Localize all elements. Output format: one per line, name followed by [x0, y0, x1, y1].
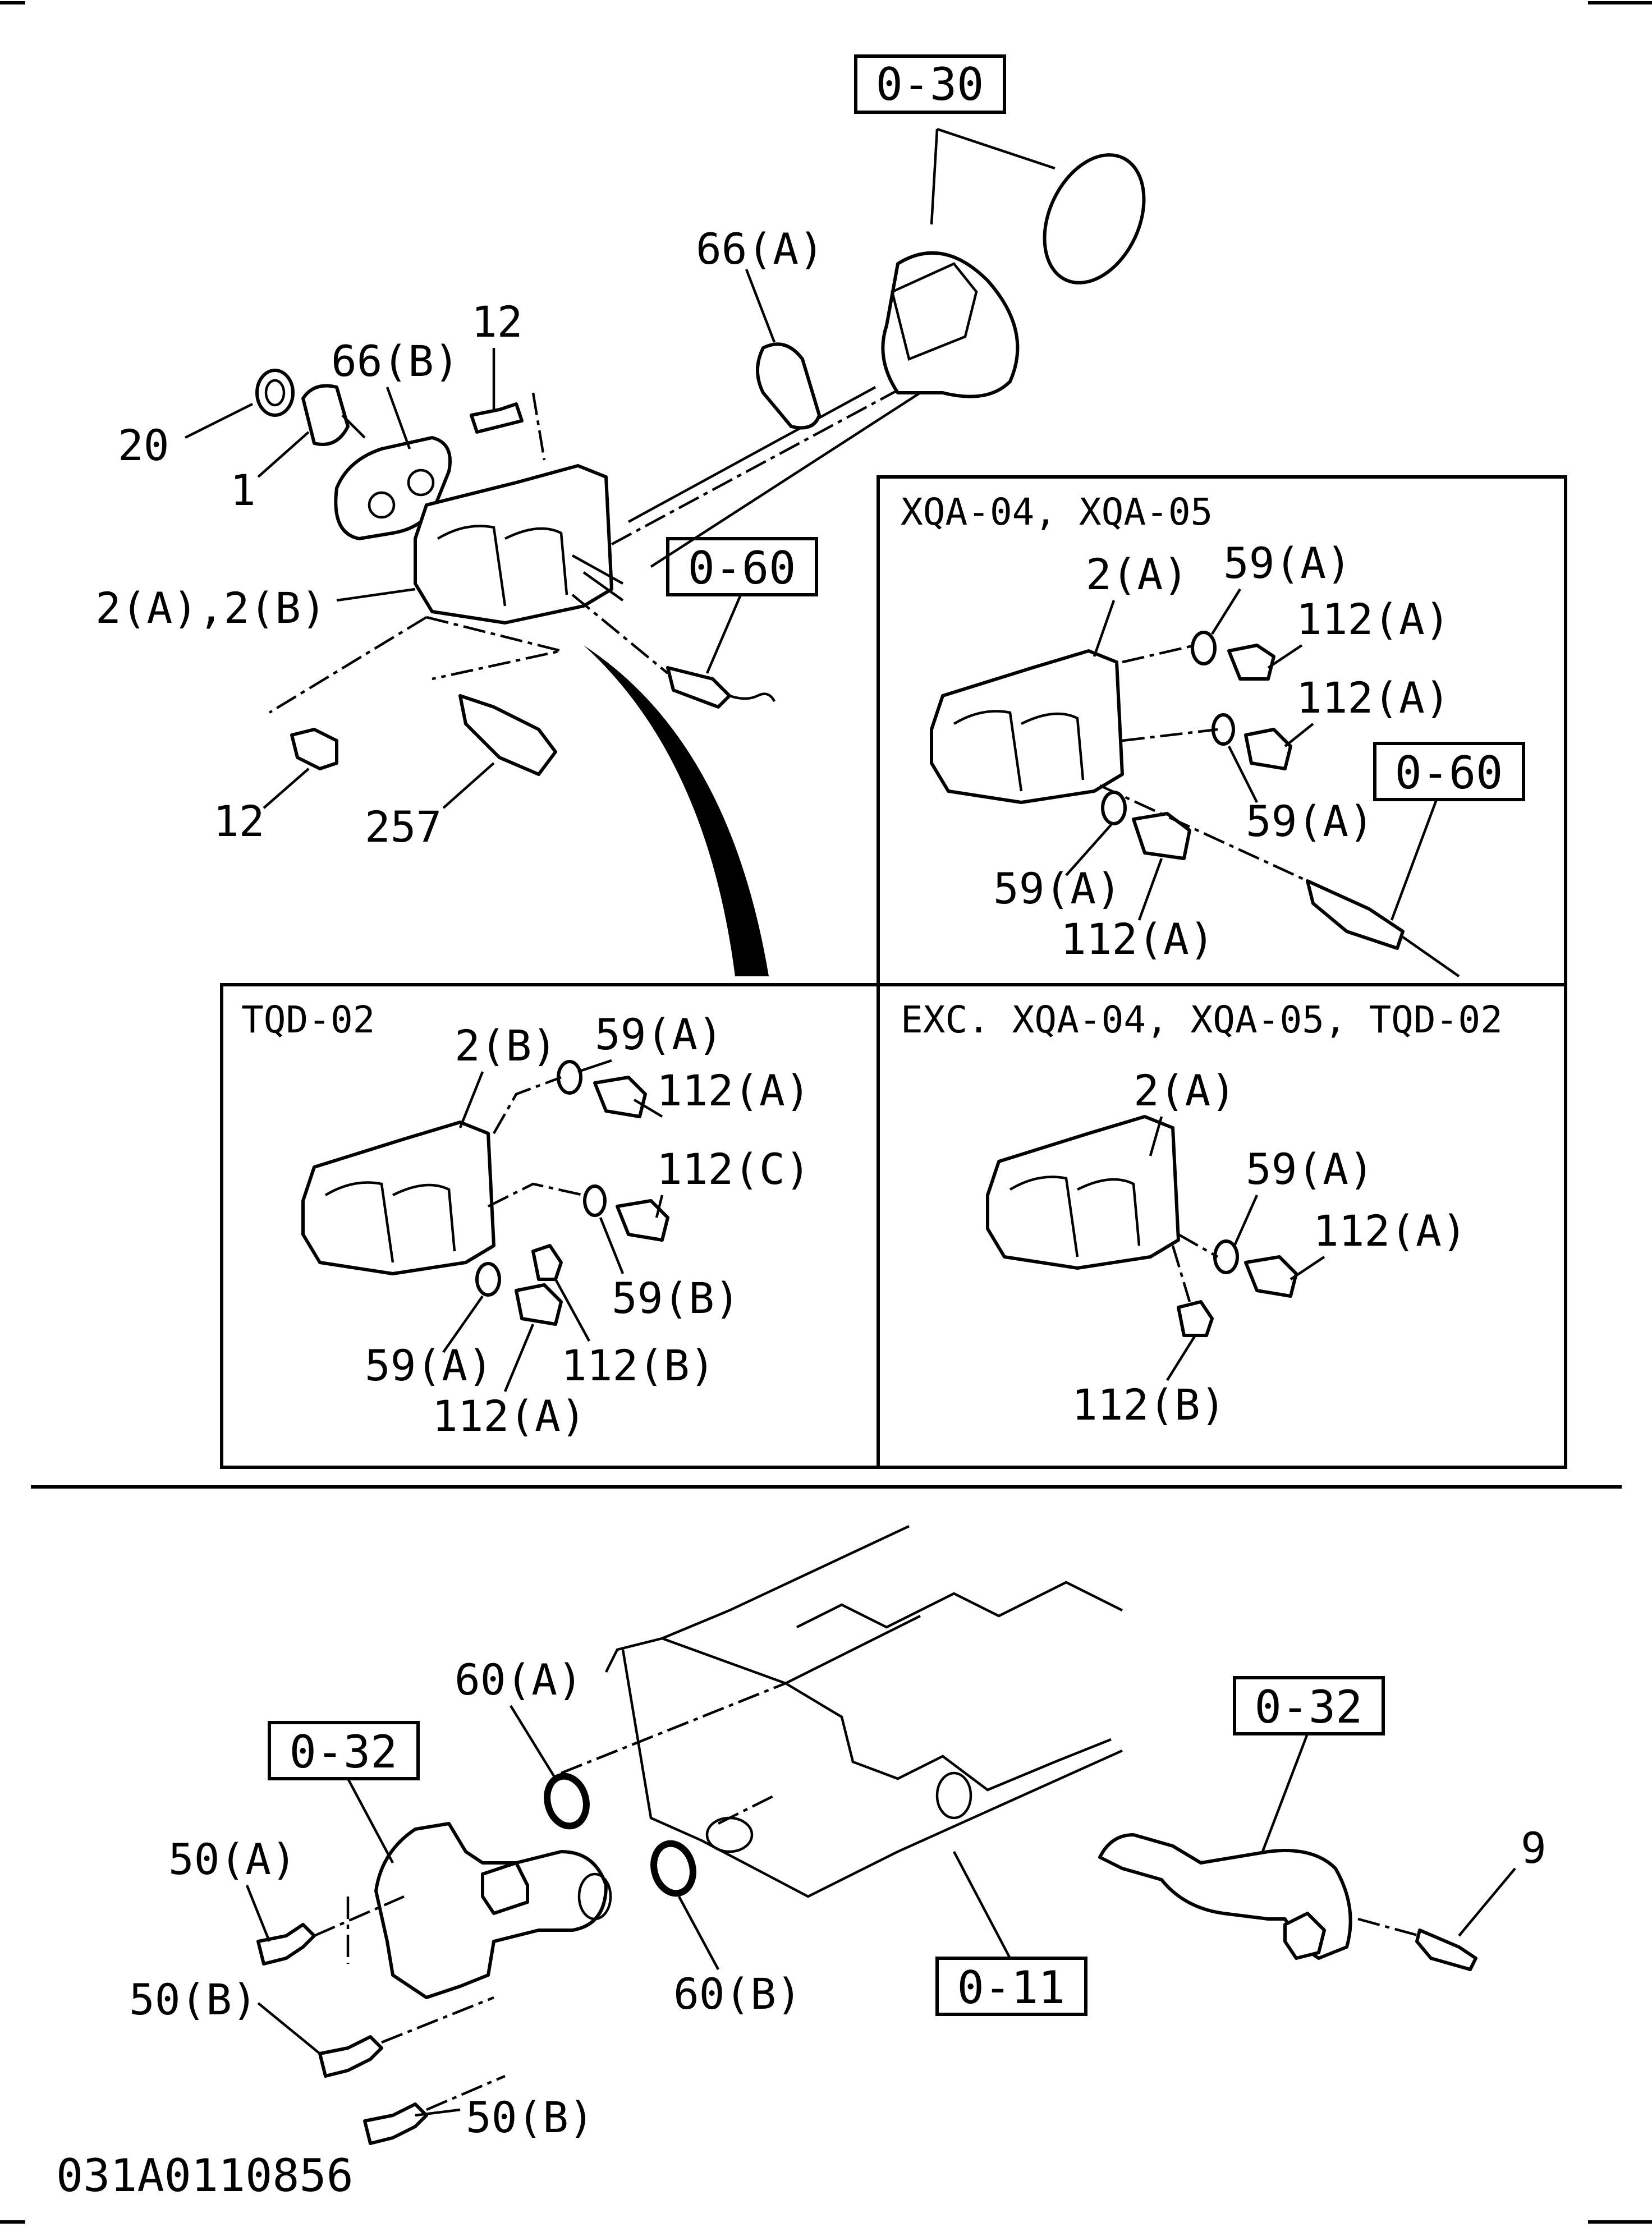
engine-block — [561, 1525, 1123, 1898]
svg-text:0-30: 0-30 — [876, 58, 984, 111]
svg-text:112(A): 112(A) — [1296, 673, 1451, 723]
svg-text:112(B): 112(B) — [1072, 1380, 1226, 1430]
svg-text:50(B): 50(B) — [129, 1975, 258, 2024]
svg-text:EXC. XQA-04, XQA-05, TQD-02: EXC. XQA-04, XQA-05, TQD-02 — [901, 998, 1503, 1041]
svg-text:112(A): 112(A) — [1313, 1206, 1467, 1256]
svg-text:59(A): 59(A) — [1246, 796, 1374, 846]
svg-text:59(A): 59(A) — [1223, 538, 1352, 588]
svg-text:2(B): 2(B) — [455, 1021, 557, 1071]
stud-9 — [1415, 1928, 1477, 1971]
ref-box-0-30: 0-30 — [854, 54, 1006, 114]
svg-text:0-60: 0-60 — [688, 542, 796, 594]
o-ring-60b — [650, 1840, 696, 1897]
svg-text:12: 12 — [471, 297, 523, 347]
bolt-50b-1 — [318, 2035, 383, 2078]
egr-valve-assembly — [255, 127, 1146, 976]
svg-text:66(B): 66(B) — [331, 336, 460, 386]
svg-text:12: 12 — [213, 796, 265, 846]
bottom-labels: 60(A) 50(A) 50(B) 50(B) 60(B) 9 — [129, 1655, 1547, 2142]
svg-text:60(A): 60(A) — [455, 1655, 583, 1705]
svg-text:2(A),2(B): 2(A),2(B) — [95, 583, 327, 633]
svg-text:0-32: 0-32 — [1255, 1681, 1363, 1733]
diagram-code: 031A0110856 — [56, 2150, 354, 2202]
svg-text:112(A): 112(A) — [1061, 914, 1215, 964]
callout-arrow — [584, 645, 769, 976]
svg-text:59(A): 59(A) — [365, 1340, 493, 1390]
panel-exc: EXC. XQA-04, XQA-05, TQD-02 2(A) 59(A) 1… — [878, 983, 1567, 1469]
svg-text:59(A): 59(A) — [993, 864, 1122, 913]
washer-20 — [255, 369, 295, 417]
svg-text:0-11: 0-11 — [957, 1962, 1066, 2014]
svg-text:59(A): 59(A) — [595, 1009, 723, 1059]
gasket-ring-0-30 — [1043, 153, 1146, 284]
svg-text:112(B): 112(B) — [561, 1340, 715, 1390]
water-pipe-right — [1098, 1833, 1352, 1960]
svg-text:50(B): 50(B) — [466, 2092, 594, 2142]
svg-text:20: 20 — [118, 420, 169, 470]
svg-text:XQA-04, XQA-05: XQA-04, XQA-05 — [901, 490, 1213, 534]
panel-xqa: XQA-04, XQA-05 0-60 2(A) 59(A) 112(A) 11… — [877, 475, 1567, 986]
valve-body-top — [414, 464, 613, 625]
svg-text:60(B): 60(B) — [673, 1969, 802, 2019]
top-labels: 66(A) 12 66(B) 20 1 2(A),2(B) 12 257 — [95, 224, 824, 852]
svg-text:257: 257 — [365, 802, 442, 852]
gasket-66a — [756, 342, 821, 430]
sensor-257 — [458, 694, 557, 776]
sensor-1 — [301, 384, 350, 446]
svg-text:112(A): 112(A) — [657, 1066, 811, 1115]
ref-box-0-32-left: 0-32 — [268, 1721, 420, 1864]
ref-box-0-60-main: 0-60 — [666, 537, 818, 674]
svg-text:9: 9 — [1521, 1823, 1547, 1873]
gasket-66b — [334, 436, 452, 540]
svg-text:TQD-02: TQD-02 — [241, 998, 375, 1041]
bottom-parts — [256, 1773, 1477, 2145]
bolt-50b-2 — [363, 2102, 428, 2145]
svg-text:112(A): 112(A) — [432, 1391, 586, 1441]
ref-box-0-11: 0-11 — [935, 1851, 1087, 2016]
svg-text:0-32: 0-32 — [290, 1726, 398, 1778]
svg-text:59(B): 59(B) — [612, 1273, 740, 1323]
bolt-12-top — [470, 402, 524, 434]
svg-text:2(A): 2(A) — [1086, 549, 1188, 599]
svg-text:112(A): 112(A) — [1296, 594, 1451, 644]
svg-text:59(A): 59(A) — [1246, 1144, 1374, 1194]
bolt-50a — [256, 1923, 316, 1966]
panel-tqd: TQD-02 2(B) 59(A) 112(A) 112(C) 59(B) 59… — [220, 983, 880, 1469]
svg-text:50(A): 50(A) — [168, 1834, 297, 1884]
bolt-12-bottom — [290, 728, 338, 770]
o-ring-60a — [544, 1773, 590, 1830]
svg-text:0-60: 0-60 — [1395, 747, 1503, 799]
svg-text:2(A): 2(A) — [1134, 1066, 1236, 1115]
svg-text:1: 1 — [230, 465, 256, 515]
ref-box-0-32-right: 0-32 — [1233, 1676, 1385, 1852]
svg-text:66(A): 66(A) — [696, 224, 824, 274]
svg-text:112(C): 112(C) — [657, 1144, 811, 1194]
